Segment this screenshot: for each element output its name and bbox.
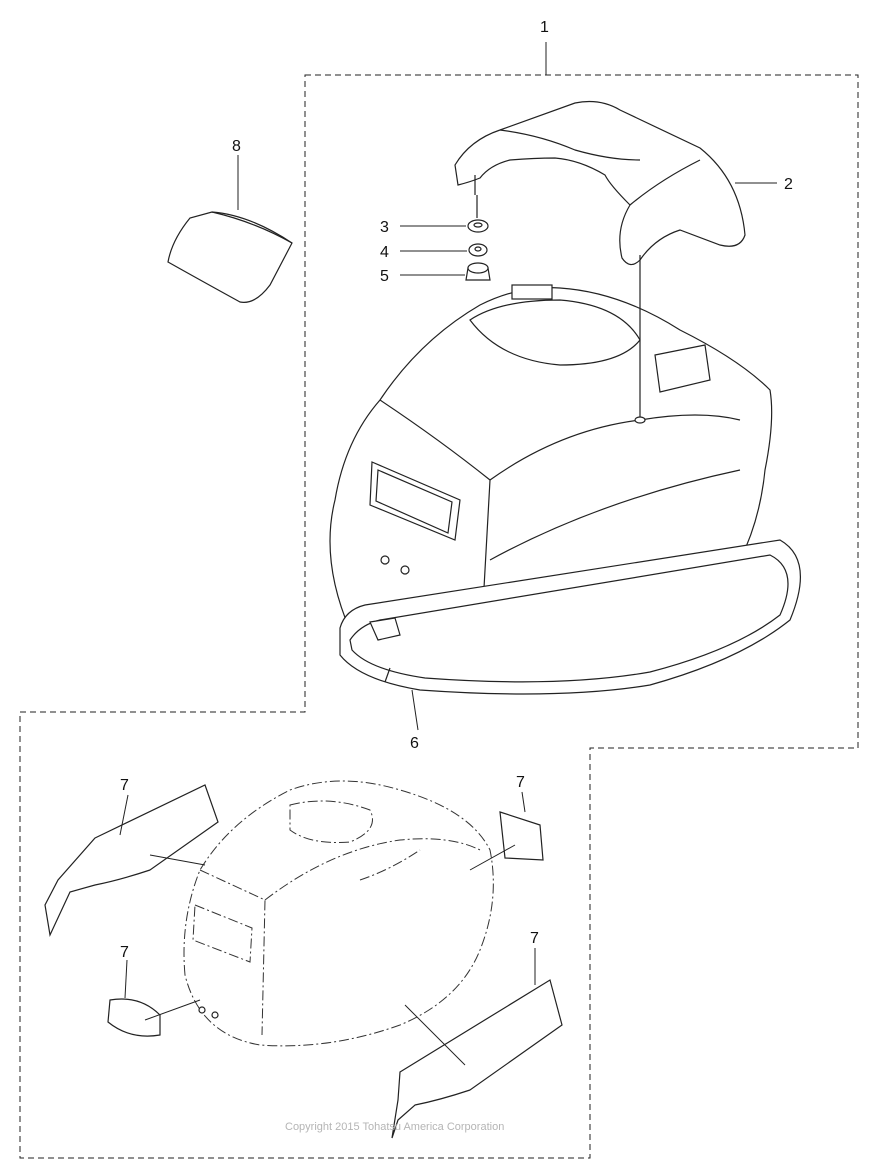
engine-cover-phantom [183,780,494,1047]
callout-5: 5 [380,268,389,285]
callout-7-c: 7 [120,944,129,961]
callout-8: 8 [232,138,241,155]
callout-1: 1 [540,19,549,36]
part-8-pad [167,155,293,303]
part-7-decal-right-side [391,948,563,1139]
part-7-decal-left-side [44,784,219,938]
callout-3: 3 [380,219,389,236]
callout-6: 6 [410,735,419,752]
callout-7-b: 7 [516,774,525,791]
part-3-washer [400,195,489,233]
callout-7-a: 7 [120,777,129,794]
part-7-decal-right-small [469,791,544,871]
part-5-nut [400,262,491,281]
callout-7-d: 7 [530,930,539,947]
callout-4: 4 [380,244,389,261]
part-6-seal [339,539,801,731]
part-4-lock-washer [400,243,488,257]
part-2-handle-cover [454,100,777,268]
part-7-decal-front-small [107,959,201,1037]
copyright-text: Copyright 2015 Tohatsu America Corporati… [285,1121,504,1133]
callout-2: 2 [784,176,793,193]
upper-group-boundary [19,74,859,1159]
